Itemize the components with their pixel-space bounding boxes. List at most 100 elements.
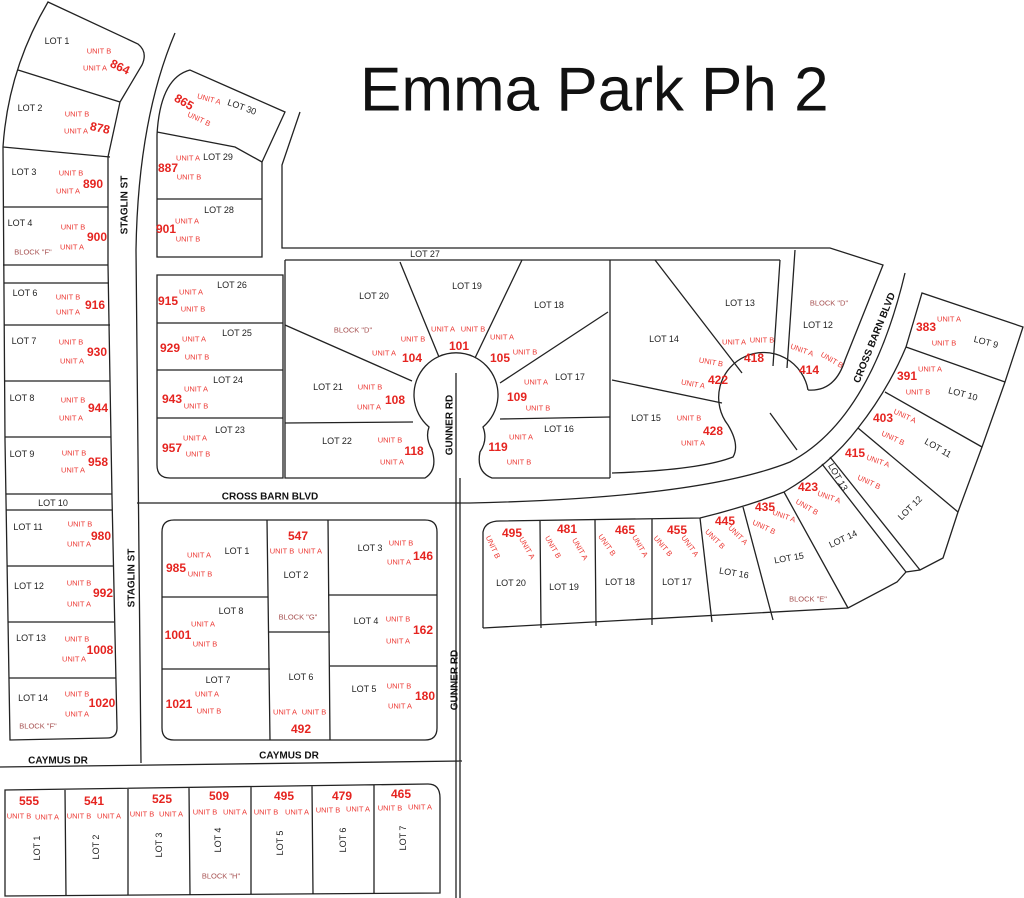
lot-number: LOT 24 xyxy=(213,375,243,385)
address-number: 916 xyxy=(85,298,105,312)
unit-b-label: UNIT B xyxy=(677,414,701,423)
lot-number: LOT 3 xyxy=(358,543,383,553)
address-number: 943 xyxy=(162,392,182,406)
unit-b-label: UNIT B xyxy=(316,806,340,815)
unit-b-label: UNIT B xyxy=(270,547,294,556)
lot-number: LOT 2 xyxy=(284,570,309,580)
unit-a-label: UNIT A xyxy=(937,315,961,324)
address-number: 1008 xyxy=(87,643,114,657)
unit-a-label: UNIT A xyxy=(223,808,247,817)
unit-b-label: UNIT B xyxy=(186,110,212,128)
lot-number: LOT 6 xyxy=(13,288,38,298)
address-number: 479 xyxy=(332,789,352,803)
unit-b-label: UNIT B xyxy=(61,223,85,232)
lot-number: LOT 25 xyxy=(222,328,252,338)
block-label: BLOCK "D" xyxy=(334,326,373,335)
lot-number: LOT 12 xyxy=(803,320,833,330)
unit-a-label: UNIT A xyxy=(67,540,91,549)
address-number: 383 xyxy=(916,320,936,334)
unit-a-label: UNIT A xyxy=(64,127,88,136)
unit-a-label: UNIT A xyxy=(630,533,650,558)
address-number: 104 xyxy=(402,351,422,365)
unit-a-label: UNIT A xyxy=(372,349,396,358)
lot-number: LOT 20 xyxy=(496,578,526,588)
unit-a-label: UNIT A xyxy=(789,342,815,359)
lot-number: LOT 3 xyxy=(12,167,37,177)
unit-a-label: UNIT A xyxy=(195,690,219,699)
block-label: BLOCK "G" xyxy=(279,613,318,622)
address-number: 109 xyxy=(507,390,527,404)
address-number: 957 xyxy=(162,441,182,455)
unit-b-label: UNIT B xyxy=(819,350,845,370)
unit-a-label: UNIT A xyxy=(56,187,80,196)
unit-a-label: UNIT A xyxy=(680,377,705,390)
unit-b-label: UNIT B xyxy=(484,534,502,560)
unit-b-label: UNIT B xyxy=(461,325,485,334)
lot-number: LOT 9 xyxy=(10,449,35,459)
lot-number: LOT 16 xyxy=(718,565,749,580)
lot-number: LOT 22 xyxy=(322,436,352,446)
address-number: 428 xyxy=(703,424,723,438)
lot-number: LOT 16 xyxy=(544,424,574,434)
lot-number: LOT 27 xyxy=(410,249,440,259)
address-number: 481 xyxy=(557,522,577,536)
lot-number: LOT 21 xyxy=(313,382,343,392)
block-label: BLOCK "E" xyxy=(789,595,827,604)
unit-a-label: UNIT A xyxy=(408,803,432,812)
lot-number: LOT 23 xyxy=(215,425,245,435)
lot-number: LOT 14 xyxy=(18,693,48,703)
unit-b-label: UNIT B xyxy=(703,527,727,551)
unit-b-label: UNIT B xyxy=(526,404,550,413)
lot-number: LOT 2 xyxy=(18,103,43,113)
unit-a-label: UNIT A xyxy=(159,810,183,819)
unit-b-label: UNIT B xyxy=(177,173,201,182)
lot-number: LOT 7 xyxy=(206,675,231,685)
block-label: BLOCK "H" xyxy=(202,872,241,881)
unit-a-label: UNIT A xyxy=(196,92,222,107)
unit-b-label: UNIT B xyxy=(698,355,724,368)
address-number: 547 xyxy=(288,529,308,543)
street-label: STAGLIN ST xyxy=(127,549,138,608)
unit-a-label: UNIT A xyxy=(179,288,203,297)
unit-a-label: UNIT A xyxy=(357,403,381,412)
unit-a-label: UNIT A xyxy=(771,508,797,525)
lot-number: LOT 28 xyxy=(204,205,234,215)
unit-b-label: UNIT B xyxy=(176,235,200,244)
lot-number: LOT 26 xyxy=(217,280,247,290)
lot-number: LOT 14 xyxy=(827,528,858,550)
lot-number: LOT 2 xyxy=(91,835,101,860)
lot-number: LOT 6 xyxy=(289,672,314,682)
lot-number: LOT 10 xyxy=(38,498,68,508)
address-number: 423 xyxy=(798,480,818,494)
lot-number: LOT 4 xyxy=(354,616,379,626)
lot-number: LOT 1 xyxy=(45,36,70,46)
address-number: 495 xyxy=(502,526,522,540)
address-number: 455 xyxy=(667,523,687,537)
unit-a-label: UNIT A xyxy=(184,385,208,394)
lot-number: LOT 17 xyxy=(555,372,585,382)
lot-number: LOT 10 xyxy=(947,385,978,402)
address-number: 980 xyxy=(91,529,111,543)
address-number: 509 xyxy=(209,789,229,803)
lot-number: LOT 9 xyxy=(973,334,1000,350)
unit-a-label: UNIT A xyxy=(490,333,514,342)
